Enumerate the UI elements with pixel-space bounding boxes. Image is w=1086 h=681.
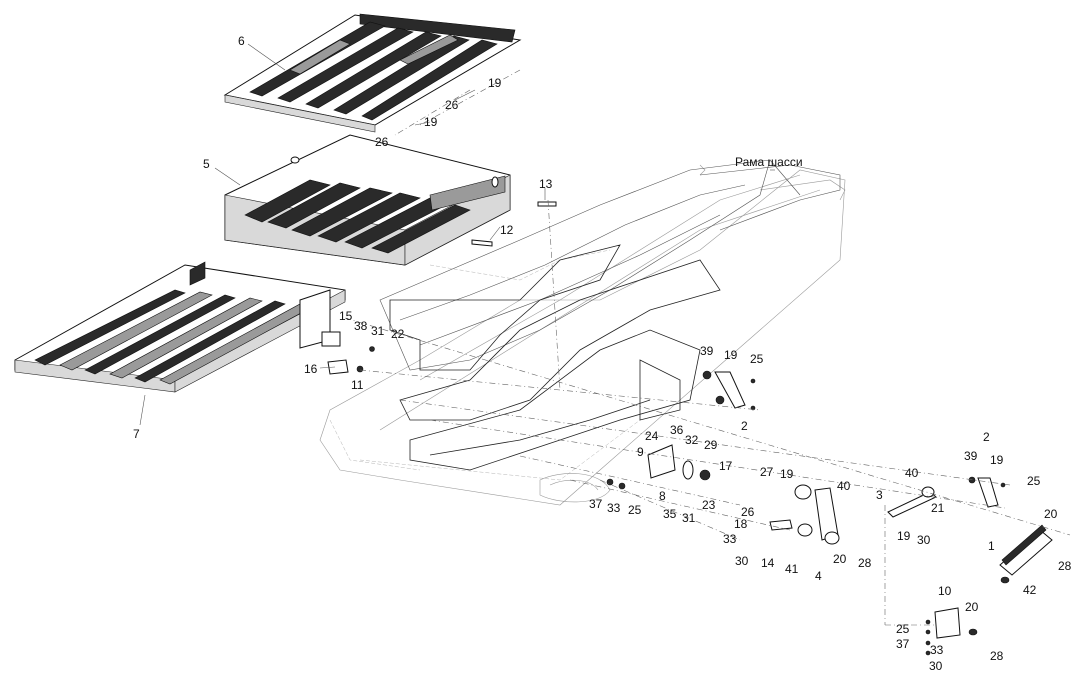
callout-17: 17 [719, 459, 733, 473]
callout-19: 19 [724, 348, 738, 362]
callout-7: 7 [133, 427, 140, 441]
callout-11: 11 [351, 378, 364, 392]
part-5-middle-box [224, 134, 511, 266]
callout-19: 19 [990, 453, 1004, 467]
part-6-top-grate [223, 13, 522, 133]
callout-25: 25 [1027, 474, 1041, 488]
callout-19: 19 [424, 115, 438, 129]
callout-31: 31 [682, 511, 696, 525]
callout-42: 42 [1023, 583, 1037, 597]
frame-bracket-panels [389, 244, 721, 471]
callout-30: 30 [917, 533, 931, 547]
callout-40: 40 [905, 466, 919, 480]
callout-39: 39 [700, 344, 714, 358]
callout-15: 15 [339, 309, 353, 323]
callout-13: 13 [539, 177, 553, 191]
callout-36: 36 [670, 423, 684, 437]
callout-26: 26 [741, 505, 755, 519]
callout-19: 19 [780, 467, 794, 481]
callout-25: 25 [628, 503, 642, 517]
callout-32: 32 [685, 433, 699, 447]
drive-links [606, 370, 1053, 656]
callout-40: 40 [837, 479, 851, 493]
callout-3: 3 [876, 488, 883, 502]
callout-2: 2 [741, 419, 748, 433]
callout-33: 33 [930, 643, 944, 657]
callout-16: 16 [304, 362, 318, 376]
callout-10: 10 [938, 584, 952, 598]
callout-4: 4 [815, 569, 822, 583]
callout-33: 33 [607, 501, 621, 515]
callout-25: 25 [896, 622, 910, 636]
leader-lines [139, 43, 775, 426]
callout-6: 6 [238, 34, 245, 48]
callout-22: 22 [391, 327, 405, 341]
callout-8: 8 [659, 489, 666, 503]
callout-37: 37 [896, 637, 910, 651]
callout-2: 2 [983, 430, 990, 444]
callout-39: 39 [964, 449, 978, 463]
part-7-bottom-sieve [14, 261, 346, 393]
callout-5: 5 [203, 157, 210, 171]
callout-20: 20 [965, 600, 979, 614]
chassis-frame-outline [379, 159, 841, 371]
chassis-frame-label: Рама шасси [735, 155, 803, 169]
callout-18: 18 [734, 517, 748, 531]
callout-14: 14 [761, 556, 775, 570]
callout-35: 35 [663, 507, 677, 521]
callout-26: 26 [375, 135, 389, 149]
callout-23: 23 [702, 498, 716, 512]
assembly-axis-lines [344, 69, 1071, 626]
callout-28: 28 [990, 649, 1004, 663]
callout-29: 29 [704, 438, 718, 452]
callout-numbers: 6 19 26 19 26 5 13 12 15 38 31 22 16 11 … [133, 34, 1072, 673]
callout-1: 1 [988, 539, 995, 553]
callout-28: 28 [858, 556, 872, 570]
callout-9: 9 [637, 445, 644, 459]
callout-27: 27 [760, 465, 774, 479]
callout-24: 24 [645, 429, 659, 443]
callout-30: 30 [929, 659, 943, 673]
callout-20: 20 [833, 552, 847, 566]
callout-37: 37 [589, 497, 603, 511]
callout-19: 19 [897, 529, 911, 543]
callout-31: 31 [371, 324, 385, 338]
callout-20: 20 [1044, 507, 1058, 521]
part-12-13-pins [471, 201, 557, 247]
part-15-16-brackets [321, 331, 375, 375]
callout-21: 21 [931, 501, 945, 515]
callout-26: 26 [445, 98, 459, 112]
callout-25: 25 [750, 352, 764, 366]
callout-30: 30 [735, 554, 749, 568]
callout-33: 33 [723, 532, 737, 546]
callout-19: 19 [488, 76, 502, 90]
callout-41: 41 [785, 562, 799, 576]
callout-38: 38 [354, 319, 368, 333]
callout-28: 28 [1058, 559, 1072, 573]
callout-12: 12 [500, 223, 514, 237]
